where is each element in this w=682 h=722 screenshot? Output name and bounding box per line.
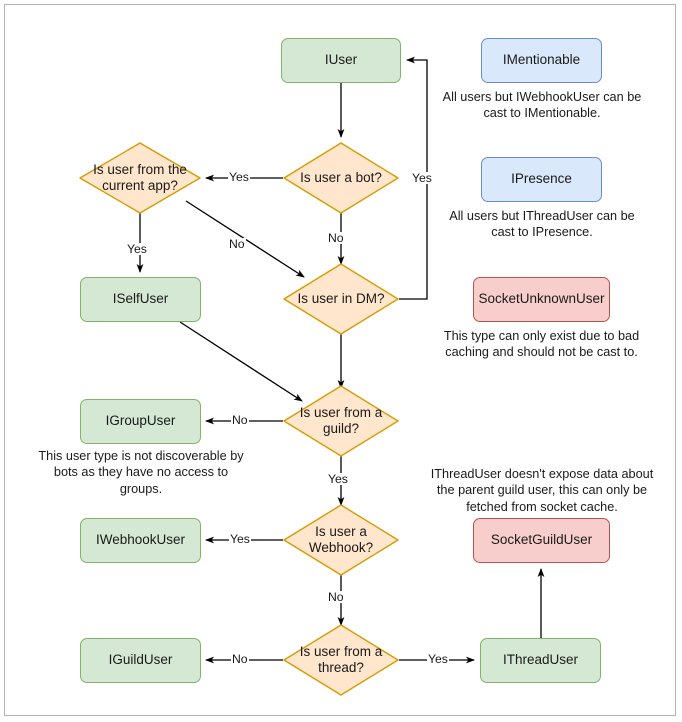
- edge-iselfuser-to-is-guild: [179, 321, 303, 402]
- node-ipresence[interactable]: IPresence: [481, 157, 602, 202]
- edge-label-bot-no: No: [327, 231, 345, 245]
- edge-label-webhook-no: No: [327, 590, 345, 604]
- caption-igroupuser: This user type is not discoverable by bo…: [38, 449, 244, 496]
- node-iselfuser[interactable]: ISelfUser: [80, 277, 201, 322]
- edge-label-dm-yes: Yes: [411, 171, 433, 185]
- edge-label-thread-yes: Yes: [427, 652, 449, 666]
- caption-socketunknownuser: This type can only exist due to bad cach…: [443, 329, 640, 360]
- node-igroupuser-label: IGroupUser: [105, 413, 176, 429]
- caption-imentionable: All users but IWebhookUser can be cast t…: [442, 90, 642, 121]
- node-iguilduser-label: IGuildUser: [108, 652, 173, 668]
- node-socketguilduser[interactable]: SocketGuildUser: [473, 518, 610, 563]
- decision-is-user-from-current-app[interactable]: [79, 142, 201, 214]
- edge-label-webhook-yes: Yes: [229, 532, 251, 546]
- node-iuser-label: IUser: [324, 52, 358, 68]
- edge-label-current-app-yes: Yes: [126, 242, 148, 256]
- decision-is-user-in-dm[interactable]: [283, 263, 399, 335]
- node-socketguilduser-label: SocketGuildUser: [490, 532, 593, 548]
- node-iguilduser[interactable]: IGuildUser: [80, 638, 201, 683]
- edge-label-guild-yes: Yes: [327, 472, 349, 486]
- node-iselfuser-label: ISelfUser: [112, 291, 169, 307]
- decision-is-user-from-a-thread[interactable]: [283, 624, 399, 696]
- node-ithreaduser[interactable]: IThreadUser: [480, 638, 601, 683]
- decision-is-user-a-webhook[interactable]: [283, 504, 399, 576]
- node-imentionable-label: IMentionable: [502, 52, 581, 68]
- node-igroupuser[interactable]: IGroupUser: [80, 399, 201, 444]
- edge-label-current-app-no: No: [228, 237, 246, 251]
- caption-ipresence: All users but IThreadUser can be cast to…: [449, 209, 635, 240]
- decision-is-user-from-a-guild[interactable]: [283, 385, 399, 457]
- caption-socketguilduser: IThreadUser doesn't expose data about th…: [430, 467, 654, 514]
- node-socketunknownuser-label: SocketUnknownUser: [478, 291, 605, 307]
- node-ithreaduser-label: IThreadUser: [502, 652, 579, 668]
- edge-label-bot-yes: Yes: [228, 170, 250, 184]
- node-iuser[interactable]: IUser: [281, 38, 401, 83]
- decision-is-user-a-bot[interactable]: [283, 142, 399, 214]
- node-ipresence-label: IPresence: [511, 171, 572, 187]
- node-iwebhookuser-label: IWebhookUser: [95, 532, 186, 548]
- edge-label-guild-no: No: [231, 413, 249, 427]
- node-imentionable[interactable]: IMentionable: [481, 38, 602, 83]
- node-iwebhookuser[interactable]: IWebhookUser: [80, 518, 201, 563]
- edge-label-thread-no: No: [231, 652, 249, 666]
- node-socketunknownuser[interactable]: SocketUnknownUser: [473, 277, 610, 322]
